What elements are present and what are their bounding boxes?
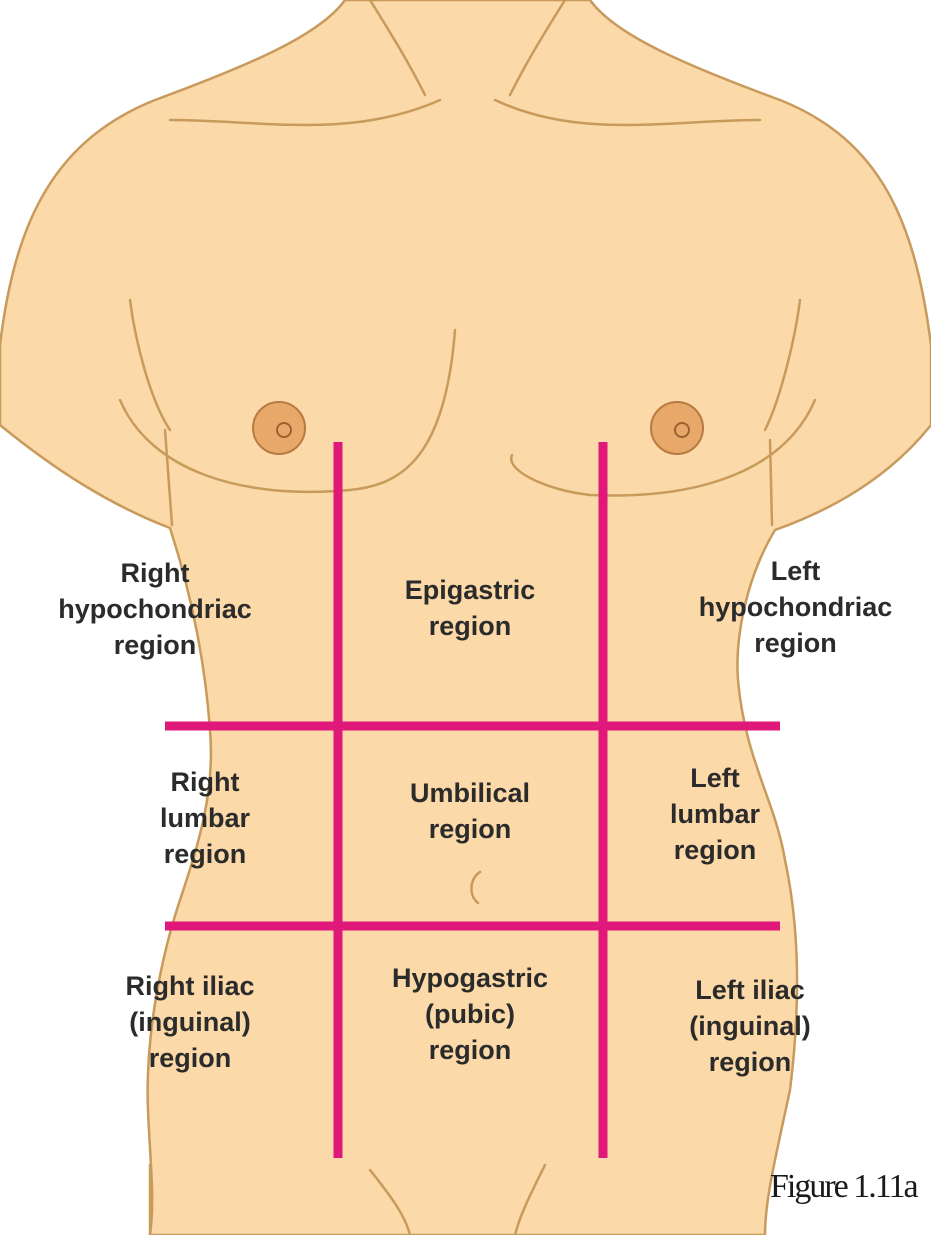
figure-caption: Figure 1.11a xyxy=(770,1168,917,1206)
label-epigastric: Epigastric region xyxy=(345,572,595,644)
label-right-hypochondriac: Right hypochondriac region xyxy=(15,555,295,663)
label-right-iliac: Right iliac (inguinal) region xyxy=(75,968,305,1076)
label-umbilical: Umbilical region xyxy=(345,775,595,847)
label-right-lumbar: Right lumbar region xyxy=(120,764,290,872)
left-nipple xyxy=(651,402,703,454)
label-hypogastric: Hypogastric (pubic) region xyxy=(345,960,595,1068)
label-left-hypochondriac: Left hypochondriac region xyxy=(660,553,931,661)
right-nipple xyxy=(253,402,305,454)
label-left-lumbar: Left lumbar region xyxy=(630,760,800,868)
label-left-iliac: Left iliac (inguinal) region xyxy=(635,972,865,1080)
